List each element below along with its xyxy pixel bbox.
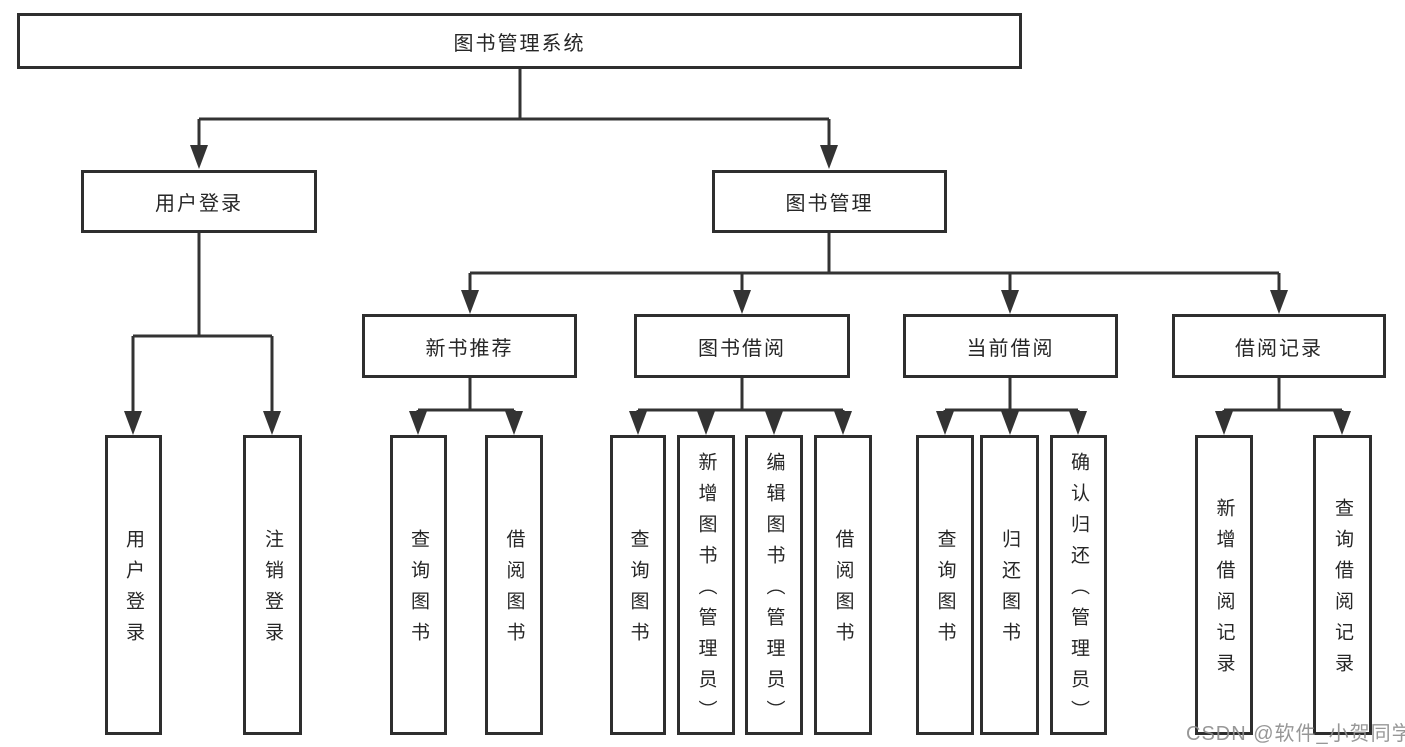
node-label: 图书管理系统 bbox=[453, 32, 586, 55]
leaf-label: 借阅图书 bbox=[832, 529, 854, 653]
leaf-br-query-borrow-record: 查询借阅记录 bbox=[1313, 435, 1372, 735]
leaf-bb-query-books: 查询图书 bbox=[610, 435, 666, 735]
leaf-cb-query-books: 查询图书 bbox=[916, 435, 974, 735]
leaf-nbr-borrow-books: 借阅图书 bbox=[485, 435, 543, 735]
node-label: 图书借阅 bbox=[698, 337, 786, 360]
leaf-cb-confirm-return-admin: 确认归还（管理员） bbox=[1050, 435, 1107, 735]
node-current-borrow: 当前借阅 bbox=[903, 314, 1118, 378]
leaf-label: 查询图书 bbox=[934, 529, 956, 653]
node-label: 新书推荐 bbox=[425, 337, 514, 360]
node-label: 借阅记录 bbox=[1235, 337, 1323, 360]
node-book-borrow: 图书借阅 bbox=[634, 314, 850, 378]
leaf-label: 归还图书 bbox=[999, 529, 1020, 653]
leaf-bb-borrow-books: 借阅图书 bbox=[814, 435, 872, 735]
leaf-logout: 注销登录 bbox=[243, 435, 302, 735]
leaf-label: 查询借阅记录 bbox=[1332, 498, 1353, 684]
node-label: 图书管理 bbox=[785, 193, 874, 215]
node-user-login: 用户登录 bbox=[81, 170, 317, 233]
leaf-label: 注销登录 bbox=[262, 529, 283, 653]
leaf-label: 确认归还（管理员） bbox=[1068, 451, 1089, 731]
leaf-label: 编辑图书（管理员） bbox=[763, 451, 785, 731]
node-new-book-recommend: 新书推荐 bbox=[362, 314, 577, 378]
leaf-label: 新增借阅记录 bbox=[1213, 498, 1235, 684]
node-library-system-root: 图书管理系统 bbox=[17, 13, 1022, 69]
node-borrow-records: 借阅记录 bbox=[1172, 314, 1386, 378]
node-label: 用户登录 bbox=[155, 193, 243, 215]
leaf-bb-add-book-admin: 新增图书（管理员） bbox=[677, 435, 735, 735]
leaf-br-add-borrow-record: 新增借阅记录 bbox=[1195, 435, 1253, 735]
leaf-label: 查询图书 bbox=[627, 529, 649, 653]
leaf-label: 新增图书（管理员） bbox=[695, 451, 717, 731]
leaf-bb-edit-book-admin: 编辑图书（管理员） bbox=[745, 435, 803, 735]
leaf-label: 用户登录 bbox=[123, 529, 144, 653]
watermark-csdn: CSDN @软件_小贺同学 bbox=[1186, 723, 1405, 745]
leaf-nbr-query-books: 查询图书 bbox=[390, 435, 447, 735]
leaf-cb-return-books: 归还图书 bbox=[980, 435, 1039, 735]
node-book-management: 图书管理 bbox=[712, 170, 947, 233]
leaf-label: 借阅图书 bbox=[503, 529, 525, 653]
leaf-label: 查询图书 bbox=[408, 529, 429, 653]
leaf-user-login: 用户登录 bbox=[105, 435, 162, 735]
node-label: 当前借阅 bbox=[966, 337, 1055, 360]
